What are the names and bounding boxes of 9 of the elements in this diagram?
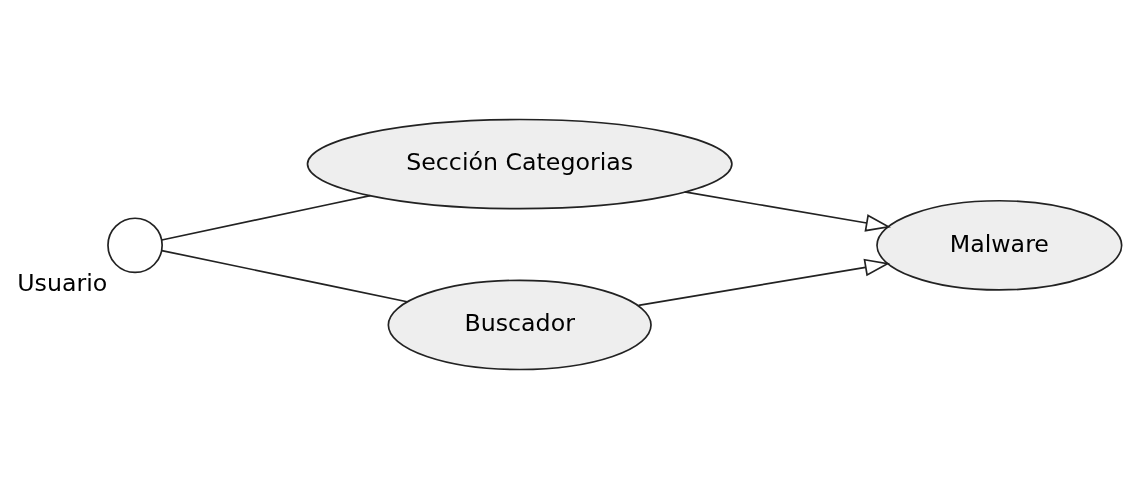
connector [160,249,408,303]
node-ellipse: Buscador [387,279,652,370]
arrow [683,190,892,232]
node-person [107,216,163,273]
node-ellipse: Malware [876,199,1123,291]
node-ellipse: Sección Categorias [306,118,733,209]
node-label: Usuario [17,268,108,297]
arrow [637,258,891,306]
connector [160,194,372,241]
